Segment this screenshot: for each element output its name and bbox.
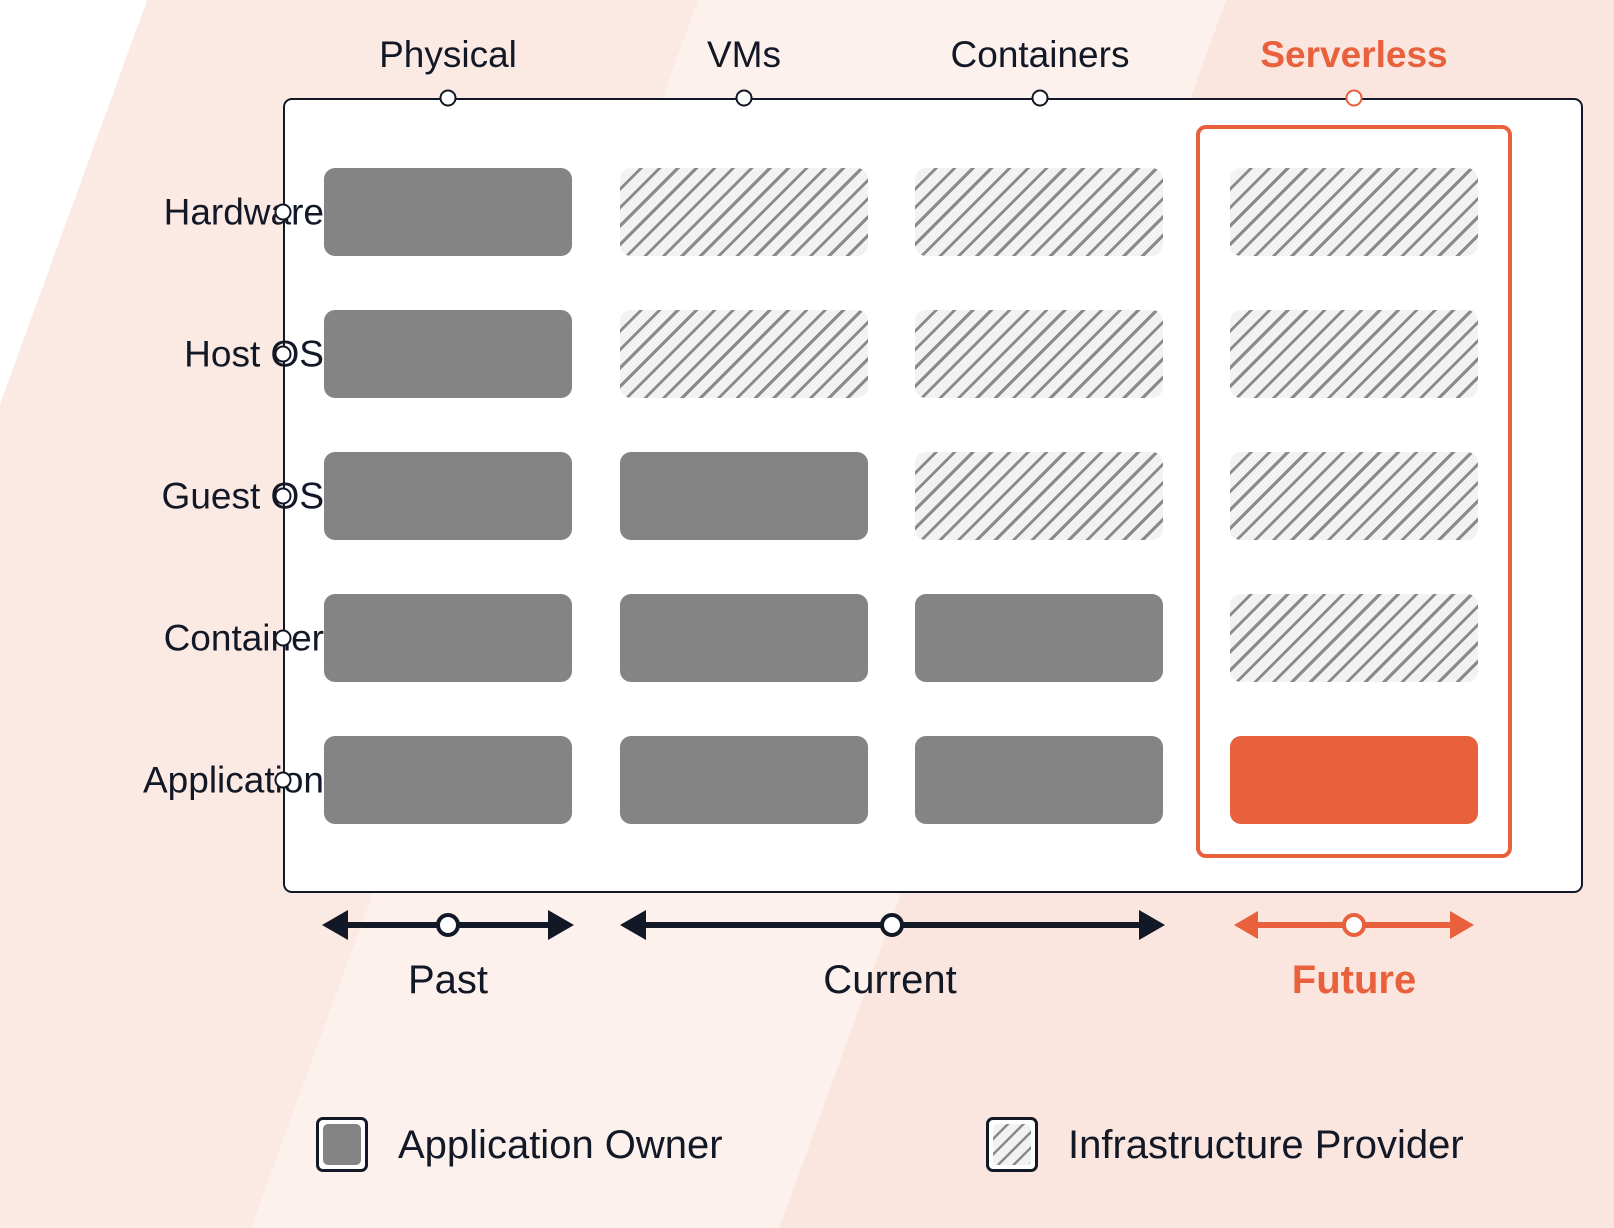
cell-guest-os-containers <box>915 452 1163 540</box>
timeline-label-future: Future <box>1291 958 1417 1002</box>
row-label-host-os: Host OS <box>184 333 324 375</box>
cell-container-containers <box>915 594 1163 682</box>
timeline-label-past: Past <box>407 958 489 1002</box>
cell-application-vms <box>620 736 868 824</box>
cell-hardware-vms <box>620 168 868 256</box>
column-node-serverless <box>1345 89 1363 107</box>
row-node-guest-os <box>274 487 292 505</box>
cell-container-vms <box>620 594 868 682</box>
legend-label-infrastructure-provider: Infrastructure Provider <box>1068 1122 1464 1167</box>
cell-hardware-containers <box>915 168 1163 256</box>
cell-application-physical <box>324 736 572 824</box>
column-header-containers: Containers <box>950 34 1130 75</box>
cell-guest-os-vms <box>620 452 868 540</box>
cell-host-os-vms <box>620 310 868 398</box>
cell-host-os-serverless <box>1230 310 1478 398</box>
row-label-hardware: Hardware <box>163 191 324 233</box>
row-node-hardware <box>274 203 292 221</box>
cell-container-physical <box>324 594 572 682</box>
legend-swatch-fill-provider <box>993 1124 1031 1165</box>
cell-host-os-containers <box>915 310 1163 398</box>
legend-item-application-owner: Application Owner <box>316 1117 723 1172</box>
column-node-vms <box>735 89 753 107</box>
timeline-label-current: Current <box>823 958 957 1002</box>
timeline-arrow-past <box>322 905 574 945</box>
cell-application-containers <box>915 736 1163 824</box>
cell-host-os-physical <box>324 310 572 398</box>
timeline-arrow-current <box>620 905 1165 945</box>
legend-swatch-infrastructure-provider <box>986 1117 1038 1172</box>
legend-label-application-owner: Application Owner <box>398 1122 723 1167</box>
row-label-guest-os: Guest OS <box>161 475 324 517</box>
cell-container-serverless <box>1230 594 1478 682</box>
column-header-serverless: Serverless <box>1260 34 1448 75</box>
cell-guest-os-physical <box>324 452 572 540</box>
row-label-application: Application <box>142 759 324 801</box>
timeline-arrow-future <box>1234 905 1474 945</box>
legend-swatch-fill-owner <box>323 1124 361 1165</box>
cell-hardware-serverless <box>1230 168 1478 256</box>
column-header-physical: Physical <box>379 34 517 75</box>
cell-hardware-physical <box>324 168 572 256</box>
row-node-host-os <box>274 345 292 363</box>
legend-swatch-application-owner <box>316 1117 368 1172</box>
cell-guest-os-serverless <box>1230 452 1478 540</box>
row-node-container <box>274 629 292 647</box>
column-node-containers <box>1031 89 1049 107</box>
column-node-physical <box>439 89 457 107</box>
row-node-application <box>274 771 292 789</box>
column-header-vms: VMs <box>707 34 781 75</box>
cell-application-serverless <box>1230 736 1478 824</box>
legend-item-infrastructure-provider: Infrastructure Provider <box>986 1117 1464 1172</box>
row-label-container: Container <box>163 617 324 659</box>
